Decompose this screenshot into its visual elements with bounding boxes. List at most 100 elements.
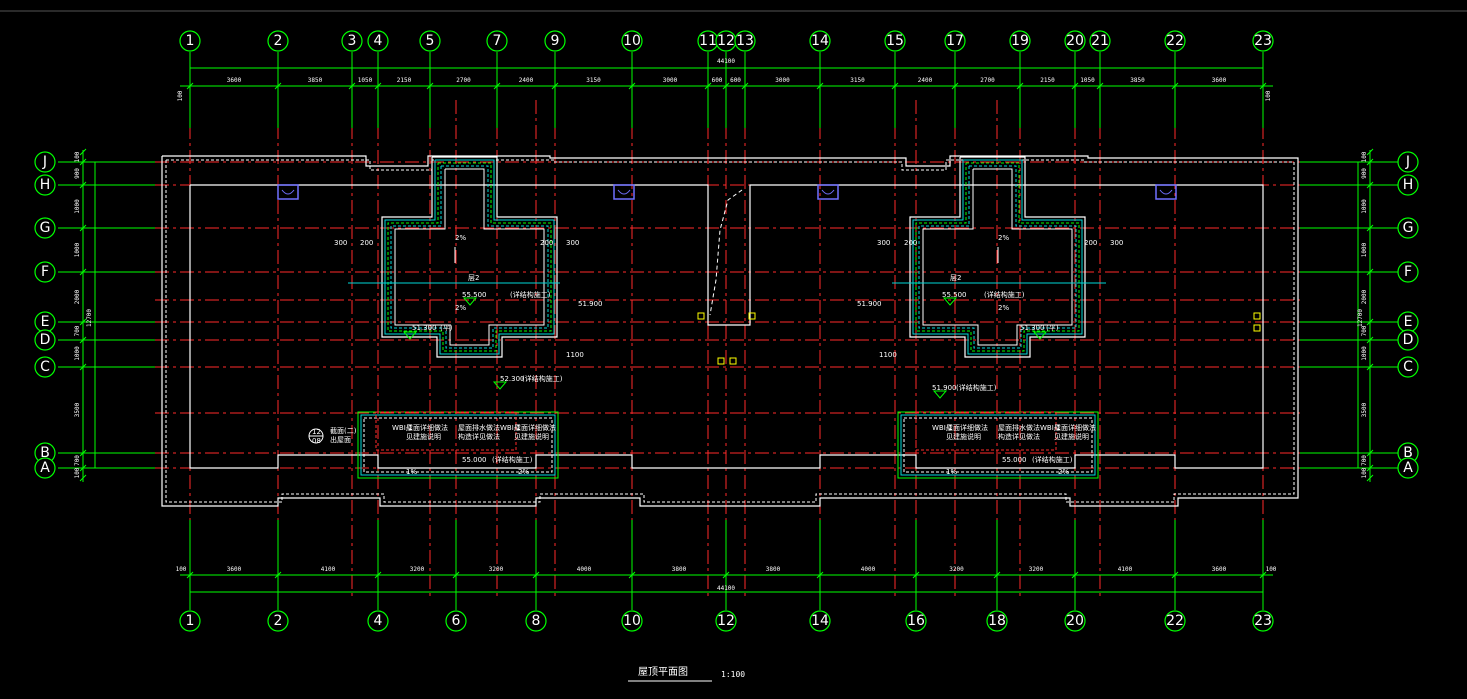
left-axis-J-circle bbox=[34, 151, 56, 173]
bottom-dim-label: 4100 bbox=[1118, 566, 1133, 573]
top-edge-left: 100 bbox=[177, 90, 184, 101]
dim-200-left2: 200 bbox=[540, 239, 553, 247]
top-tick bbox=[551, 82, 559, 90]
dim-300-right: 300 bbox=[877, 239, 890, 247]
top-axis-2-label: 2 bbox=[274, 33, 283, 49]
roof-drain-detail bbox=[1159, 189, 1173, 195]
top-dim-label: 3850 bbox=[308, 77, 323, 84]
right-dim-label: 700 bbox=[1361, 325, 1368, 336]
left-box-note-1: WBI-1 bbox=[392, 424, 413, 432]
bottom-dim-label: 4100 bbox=[321, 566, 336, 573]
right-axis-G-label: G bbox=[1403, 220, 1414, 236]
right-dim-label: 3500 bbox=[1361, 402, 1368, 417]
top-tick bbox=[1016, 82, 1024, 90]
top-dim-label: 3000 bbox=[663, 77, 678, 84]
top-dim-label: 2150 bbox=[1040, 77, 1055, 84]
bottom-axis-14-label: 14 bbox=[811, 613, 829, 629]
right-dim-label: 100 bbox=[1361, 151, 1368, 162]
left-elev-paren: (详结构施工) bbox=[510, 290, 551, 299]
top-tick bbox=[1259, 82, 1267, 90]
callout-note-b: 出屋面 bbox=[330, 435, 351, 444]
right-dim-label: 1000 bbox=[1361, 346, 1368, 361]
right-elev: 55.500 bbox=[942, 291, 967, 299]
side-elev-right: 51.900 bbox=[857, 300, 882, 308]
callout-top: 12 bbox=[312, 428, 321, 436]
right-tick bbox=[1366, 318, 1374, 326]
top-axis-15-label: 15 bbox=[886, 33, 904, 49]
bottom-tick bbox=[532, 571, 540, 579]
top-edge-right: 100 bbox=[1265, 90, 1272, 101]
bottom-dim-label: 3200 bbox=[410, 566, 425, 573]
bottom-total-label: 44100 bbox=[717, 585, 735, 592]
right-tick bbox=[1366, 148, 1374, 156]
right-tick bbox=[1366, 336, 1374, 344]
left-shaft-wall-1 bbox=[384, 159, 555, 355]
bottom-axis-2-circle bbox=[267, 610, 289, 632]
dim-300-right2: 300 bbox=[1110, 239, 1123, 247]
bottom-axis-12-label: 12 bbox=[717, 613, 735, 629]
right-axis-J-circle bbox=[1397, 151, 1419, 173]
bottom-edge-right: 100 bbox=[1266, 566, 1277, 573]
slope-label: 2% bbox=[455, 304, 466, 312]
vent-marker-icon bbox=[1253, 324, 1261, 332]
bottom-axis-22-label: 22 bbox=[1166, 613, 1184, 629]
bottom-dim-label: 3200 bbox=[1029, 566, 1044, 573]
right-axis-J-label: J bbox=[1405, 154, 1410, 170]
right-axis-H-circle bbox=[1397, 174, 1419, 196]
left-tick bbox=[79, 474, 87, 482]
dim-300-left: 300 bbox=[334, 239, 347, 247]
right-axis-A-circle bbox=[1397, 457, 1419, 479]
top-axis-14-circle bbox=[809, 30, 831, 52]
right-axis-F-circle bbox=[1397, 261, 1419, 283]
top-axis-21-circle bbox=[1089, 30, 1111, 52]
right-axis-F-label: F bbox=[1404, 264, 1412, 280]
right-box-note-2b: 屋面详细做法 bbox=[1054, 423, 1096, 432]
top-axis-23-label: 23 bbox=[1254, 33, 1272, 49]
left-room-label: 层2 bbox=[468, 274, 479, 282]
bottom-dim-label: 3600 bbox=[227, 566, 242, 573]
right-shaft-wall-3 bbox=[918, 165, 1077, 349]
left-shaft-wall-3 bbox=[390, 165, 549, 349]
mid-elev-b-paren: (详结构施工) bbox=[522, 374, 563, 383]
bottom-tick bbox=[186, 571, 194, 579]
left-dim-label: 2000 bbox=[74, 289, 81, 304]
roof-outline bbox=[161, 155, 1299, 507]
roof-drain-detail bbox=[617, 189, 631, 195]
mid-elev-c: 51.900 bbox=[932, 384, 957, 392]
top-total-label: 44100 bbox=[717, 58, 735, 65]
bottom-edge-left: 100 bbox=[176, 566, 187, 573]
left-box-note-2: 屋面详细做法 bbox=[406, 423, 448, 432]
left-box-note-3: 见建施说明 bbox=[406, 432, 441, 441]
top-tick bbox=[186, 82, 194, 90]
bottom-axis-14-circle bbox=[809, 610, 831, 632]
top-axis-20-circle bbox=[1064, 30, 1086, 52]
bottom-tick bbox=[816, 571, 824, 579]
top-dim-label: 1050 bbox=[358, 77, 373, 84]
top-axis-19-label: 19 bbox=[1011, 33, 1029, 49]
left-balcony-frame-2 bbox=[363, 417, 553, 473]
top-axis-23-circle bbox=[1252, 30, 1274, 52]
right-balcony-inner bbox=[915, 411, 1057, 451]
top-dim-label: 3600 bbox=[227, 77, 242, 84]
right-box-elev: 55.000 bbox=[1002, 456, 1027, 464]
bottom-axis-20-circle bbox=[1064, 610, 1086, 632]
bottom-dim-label: 3200 bbox=[489, 566, 504, 573]
top-dim-label: 3150 bbox=[586, 77, 601, 84]
top-dim-label: 2700 bbox=[980, 77, 995, 84]
left-box-pct-a: 1% bbox=[406, 468, 417, 476]
side-elev-left: 51.900 bbox=[578, 300, 603, 308]
bottom-axis-10-circle bbox=[621, 610, 643, 632]
top-axis-1-label: 1 bbox=[186, 33, 195, 49]
bottom-axis-4-label: 4 bbox=[374, 613, 383, 629]
top-axis-12-label: 12 bbox=[717, 33, 735, 49]
top-dim-label: 1050 bbox=[1080, 77, 1095, 84]
vent-marker-icon bbox=[1253, 312, 1261, 320]
elevation-marker-icon bbox=[932, 390, 948, 399]
bottom-axis-6-circle bbox=[445, 610, 467, 632]
right-dim-label: 1000 bbox=[1361, 199, 1368, 214]
drawing-title: 屋顶平面图 bbox=[638, 666, 688, 678]
top-tick bbox=[816, 82, 824, 90]
right-axis-C-label: C bbox=[1403, 359, 1413, 375]
right-elev-a: 51.300 bbox=[1020, 324, 1045, 332]
